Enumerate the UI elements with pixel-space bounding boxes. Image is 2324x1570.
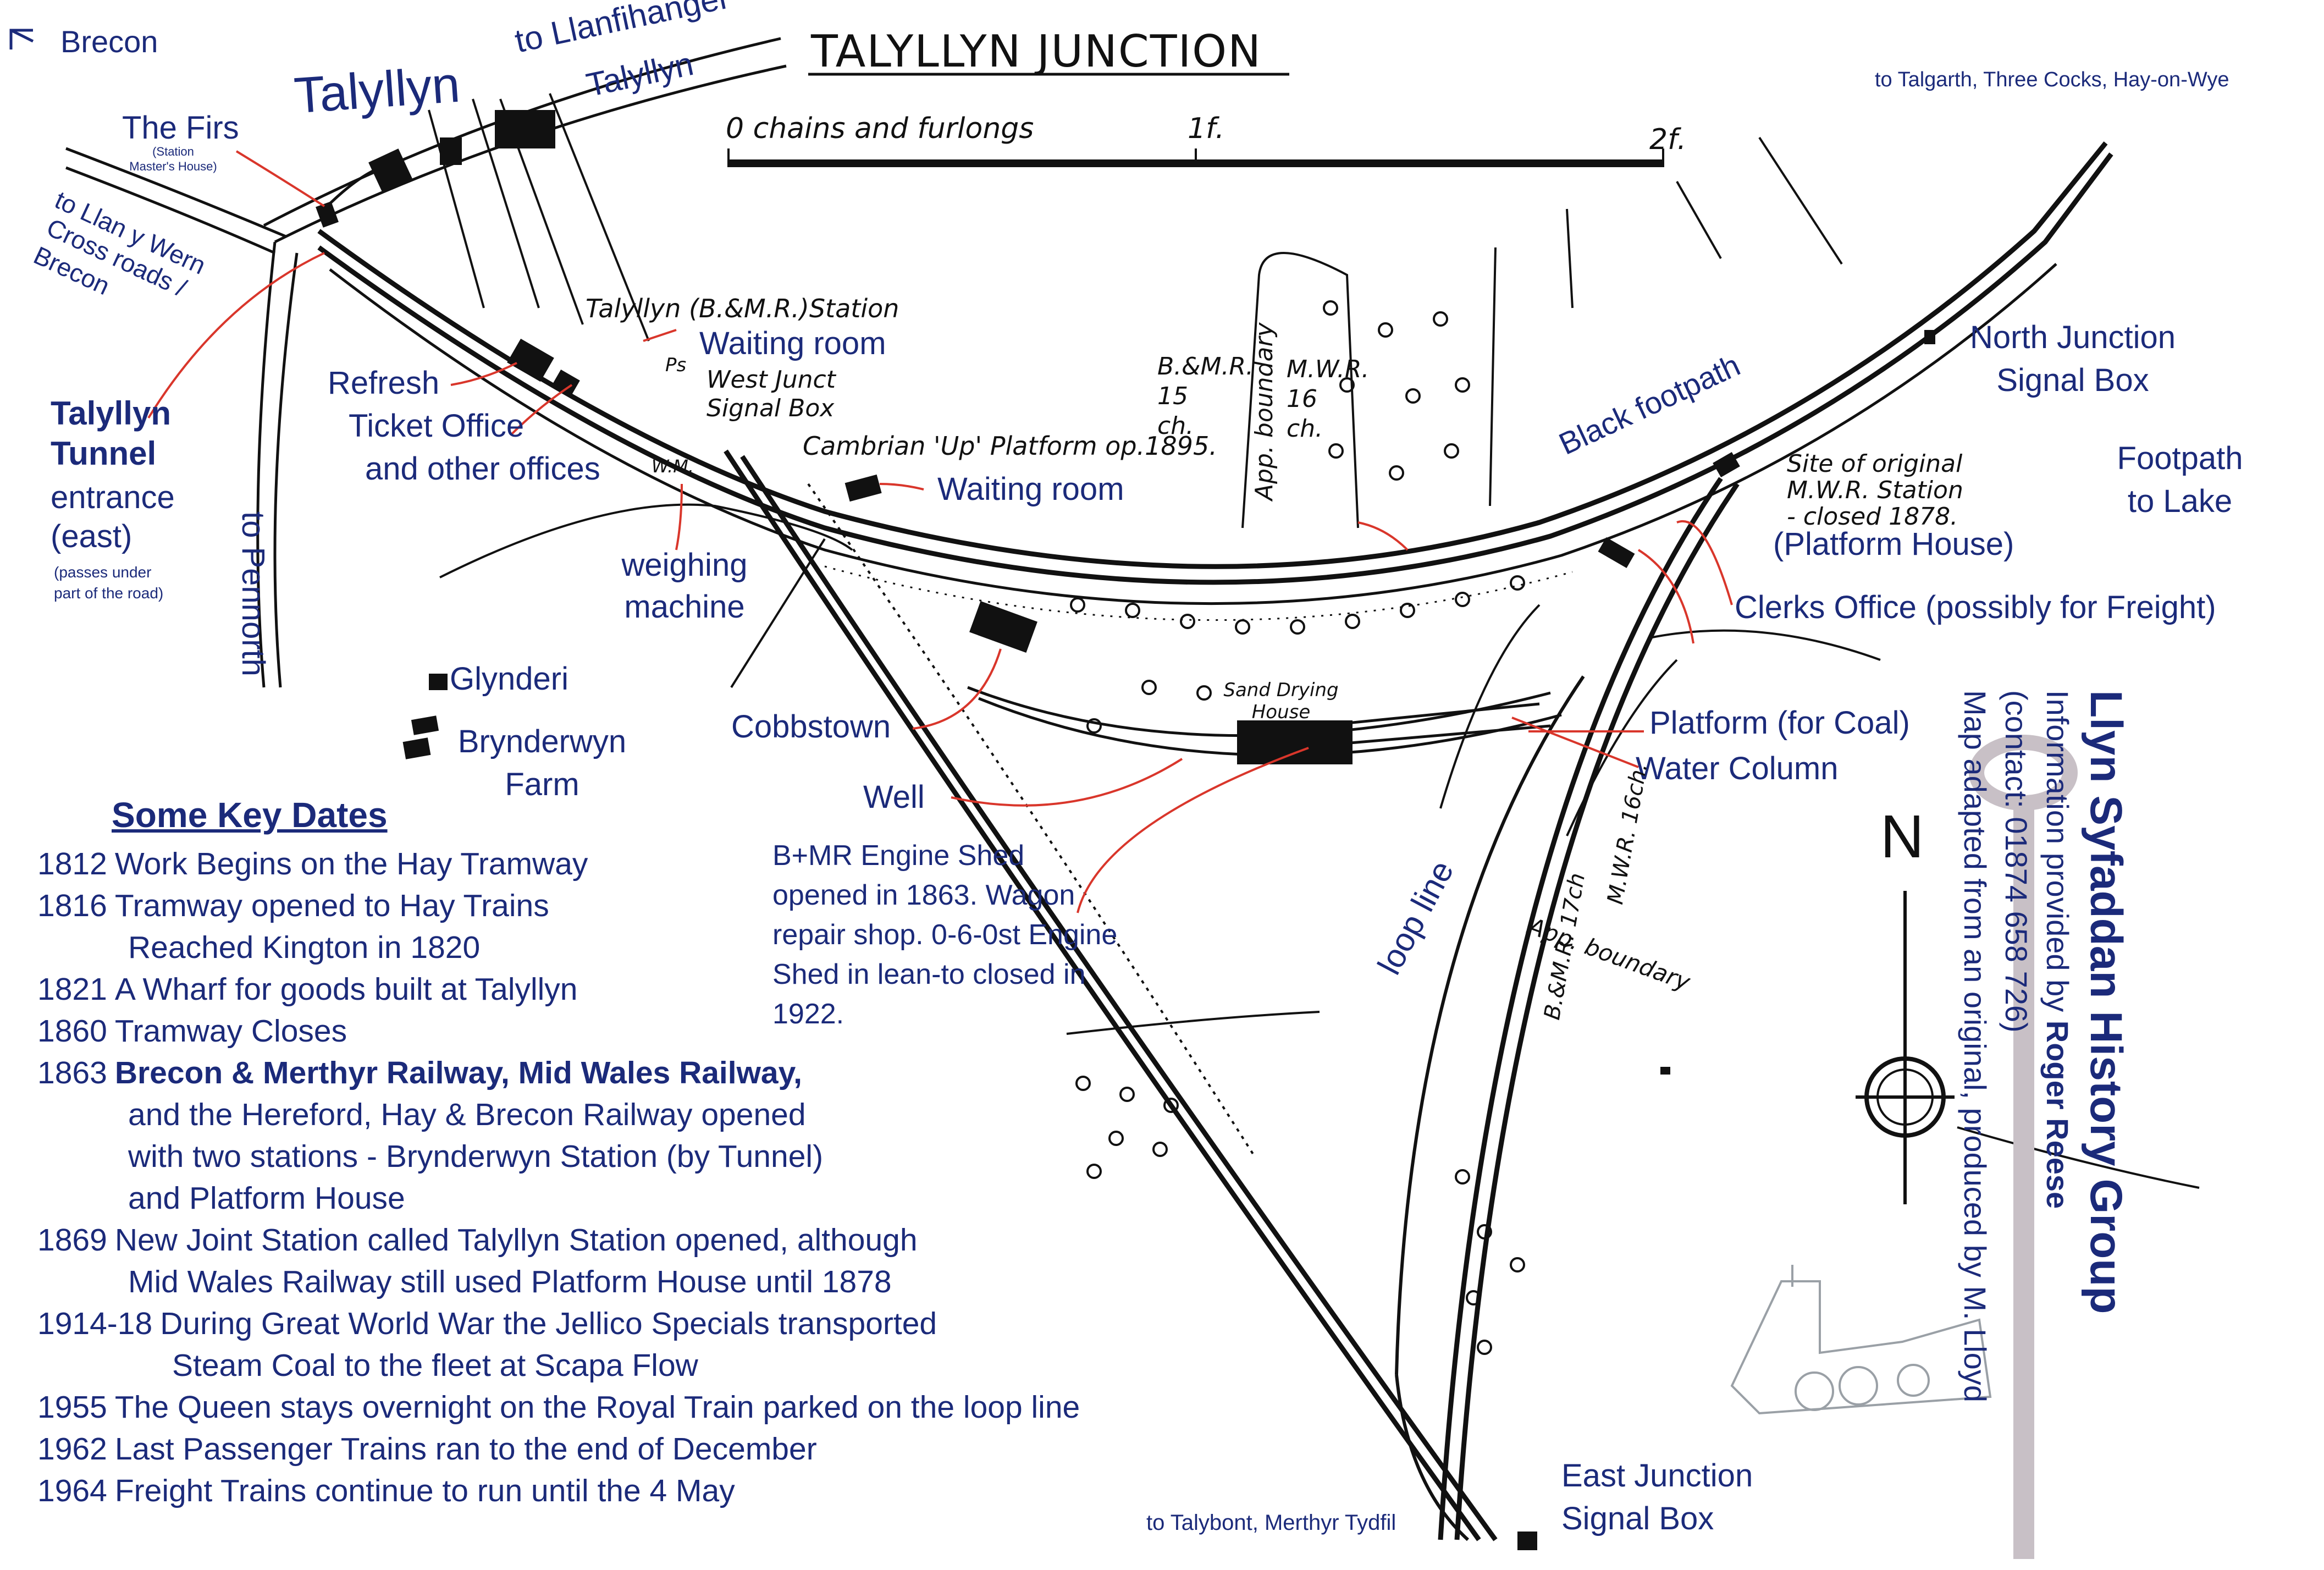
key-graphic	[1969, 735, 2078, 1559]
label-east-junction: East Junction Signal Box	[1561, 1458, 1753, 1536]
label-to-talgarth: to Talgarth, Three Cocks, Hay-on-Wye	[1875, 68, 2229, 91]
label-brynderwyn-farm: Brynderwyn Farm	[457, 724, 627, 802]
label-to-pennorth: to Pennorth	[235, 511, 271, 676]
main-line-tracks	[317, 141, 2113, 621]
label-north-junction: North Junction Signal Box	[1970, 319, 2176, 398]
label-clerks-office: Clerks Office (possibly for Freight)	[1735, 590, 2216, 625]
scale-tick-1f: 1f.	[1188, 112, 1225, 145]
label-refresh: Refresh	[328, 365, 440, 401]
label-the-firs: The Firs	[122, 110, 239, 146]
label-station-masters-house: (Station Master's House)	[129, 145, 217, 173]
arrow-left-icon	[9, 29, 34, 49]
field-boundaries	[428, 93, 2200, 1189]
label-waiting-room-2: Waiting room	[937, 471, 1124, 507]
label-well: Well	[863, 779, 925, 815]
credit-block: Llyn Syfaddan History Group Information …	[1955, 690, 2133, 1570]
annot-site-original-station: Site of original M.W.R. Station - closed…	[1787, 450, 1963, 531]
label-water-column: Water Column	[1636, 751, 1839, 786]
buildings	[316, 110, 1935, 1550]
annot-bmr-15ch: B.&M.R. 15 ch.	[1157, 352, 1254, 440]
label-brecon: Brecon	[60, 24, 158, 59]
label-engine-shed: B+MR Engine Shed opened in 1863. Wagon r…	[772, 840, 1118, 1030]
locomotive-sketch	[1730, 1265, 1992, 1415]
scale-label: 0 chains and furlongs	[726, 112, 1034, 145]
credit-contact: (contact: 01874 658 726)	[1999, 690, 2034, 1033]
east-line	[1395, 477, 1740, 1541]
label-platform-house: (Platform House)	[1773, 526, 2014, 562]
label-platform-for-coal: Platform (for Coal)	[1649, 705, 1910, 741]
annot-wm: W.M.	[652, 456, 694, 477]
credit-group-name: Llyn Syfaddan History Group	[2081, 690, 2131, 1314]
annot-ps: Ps	[665, 354, 687, 376]
label-waiting-room-1: Waiting room	[699, 326, 886, 361]
label-ticket-office: Ticket Office	[349, 408, 525, 444]
label-cobbstown: Cobbstown	[731, 709, 891, 745]
credit-info: Information provided by Roger Reese	[2040, 690, 2075, 1209]
annotation-arrows	[147, 150, 1733, 913]
label-other-offices: and other offices	[365, 451, 600, 487]
label-glynderi: Glynderi	[450, 661, 568, 697]
annot-cambrian-platform: Cambrian 'Up' Platform op.1895.	[803, 431, 1217, 461]
label-tunnel-entrance: entrance (east)	[51, 480, 175, 554]
compass-label: N	[1880, 803, 1924, 871]
scale-tick-2f: 2f.	[1649, 123, 1687, 156]
annot-station-name: Talyllyn (B.&M.R.)Station	[586, 294, 899, 323]
north-compass	[1856, 891, 1955, 1204]
label-to-talybont: to Talybont, Merthyr Tydfil	[1146, 1511, 1396, 1535]
orchard-trees	[1070, 300, 1525, 1355]
label-footpath-to-lake: Footpath to Lake	[2117, 440, 2243, 519]
annot-west-junction: West Junct Signal Box	[706, 366, 836, 422]
scale-bar	[727, 148, 1664, 167]
timeline-heading: Some Key Dates	[112, 795, 388, 835]
annot-sand-drying-house: Sand Drying House	[1223, 679, 1339, 723]
annot-app-boundary: App. boundary	[1250, 322, 1278, 500]
annot-mwr-16ch: M.W.R. 16 ch.	[1287, 355, 1370, 443]
credit-adapted: Map adapted from an original, produced b…	[1958, 690, 1992, 1402]
map-title: TALYLLYN JUNCTION	[811, 26, 1262, 77]
label-talyllyn: Talyllyn	[292, 56, 462, 124]
label-weighing-machine: weighing machine	[621, 547, 748, 625]
label-talyllyn-tunnel: Talyllyn Tunnel	[51, 395, 171, 472]
label-tunnel-note: (passes under part of the road)	[54, 564, 164, 602]
talybont-line	[724, 449, 1498, 1541]
